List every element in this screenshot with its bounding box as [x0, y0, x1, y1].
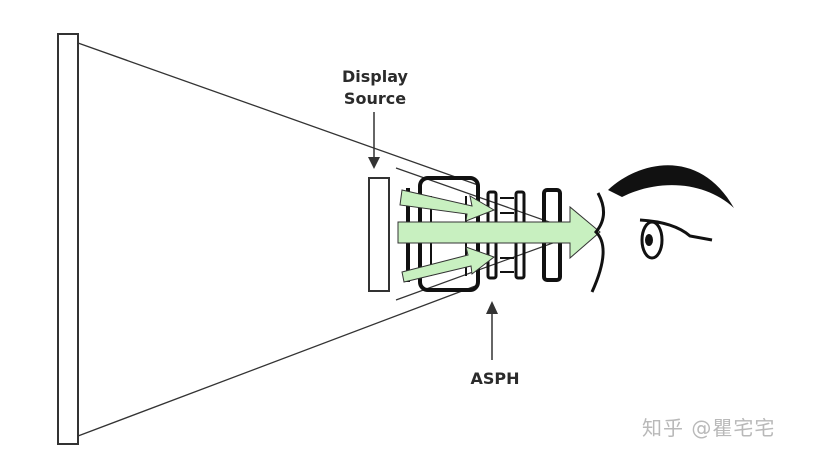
light-arrow-lower — [401, 246, 496, 283]
display-label-line-1: Display — [342, 67, 408, 86]
display-label-line-2: Source — [343, 89, 407, 108]
asph-pointer-arrowhead — [486, 301, 498, 314]
display-source-panel — [368, 177, 390, 292]
light-arrows — [397, 189, 601, 283]
light-arrow-center — [397, 205, 601, 260]
virtual-image-plane — [57, 33, 79, 445]
eyelid-curve — [639, 218, 713, 242]
light-arrow-upper — [399, 189, 496, 222]
pupil — [645, 234, 653, 246]
asph-label: ASPH — [470, 369, 520, 388]
display-source-label: Display Source — [330, 66, 420, 110]
projection-line-bottom — [77, 284, 479, 437]
projection-line-top — [77, 42, 479, 186]
display-pointer-arrowhead — [368, 157, 380, 169]
watermark-text: 知乎 @瞿宅宅 — [642, 416, 776, 440]
eye-drawing — [590, 165, 734, 293]
eye-upper-lid — [590, 192, 605, 293]
eyebrow-shape — [608, 165, 734, 208]
